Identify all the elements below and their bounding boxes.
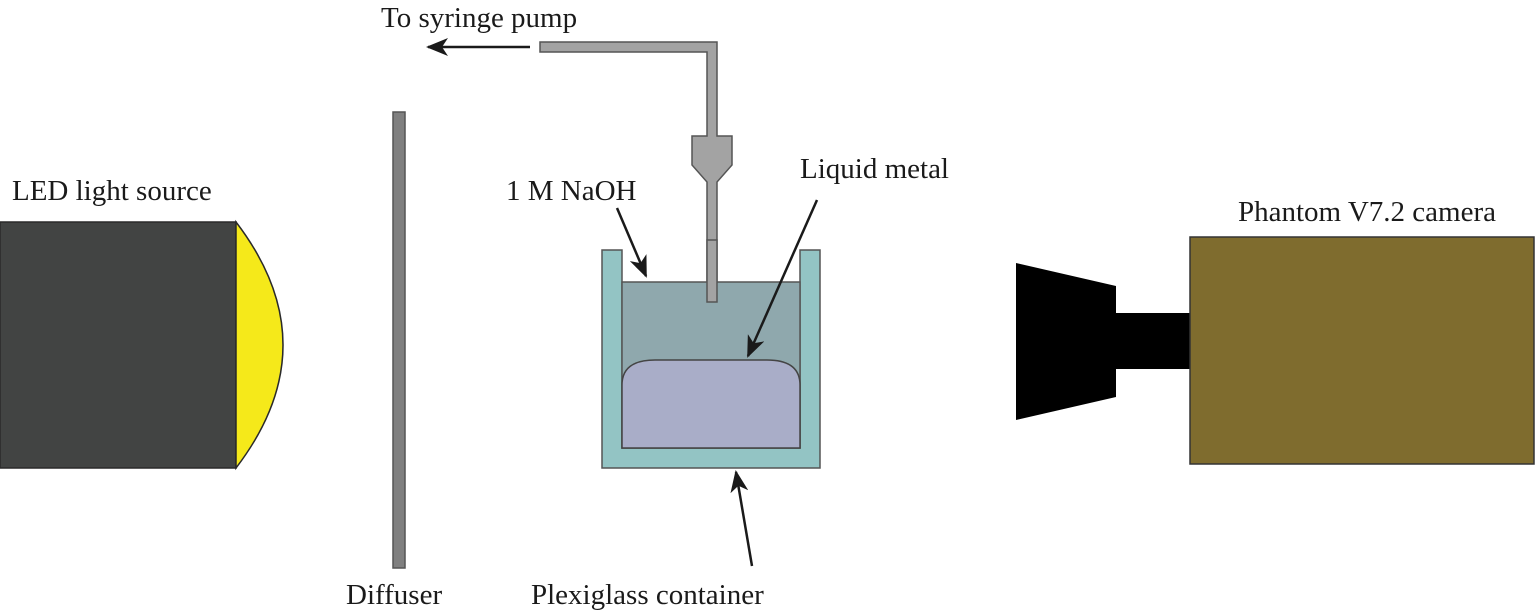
camera-lens xyxy=(1016,263,1116,420)
led-label: LED light source xyxy=(12,175,212,207)
liquid-metal-label: Liquid metal xyxy=(800,153,949,185)
syringe-tube xyxy=(539,41,733,303)
liquid-metal-arrow xyxy=(746,199,819,358)
camera-label: Phantom V7.2 camera xyxy=(1238,196,1496,228)
liquid-metal xyxy=(621,359,801,449)
naoh-arrow xyxy=(615,207,648,278)
tube-line xyxy=(539,41,733,303)
led-lens xyxy=(235,219,284,471)
led-body xyxy=(0,221,237,469)
diffuser-label: Diffuser xyxy=(346,579,442,611)
container-label: Plexiglass container xyxy=(531,579,764,611)
needle-tip xyxy=(706,239,718,303)
syringe-label: To syringe pump xyxy=(381,2,577,34)
led-light-source xyxy=(0,219,284,471)
diffuser xyxy=(392,111,406,569)
camera-lens-tube xyxy=(1114,313,1192,369)
container-arrow xyxy=(730,470,754,567)
phantom-camera xyxy=(1016,236,1535,465)
camera-body xyxy=(1189,236,1535,465)
plexiglass-container xyxy=(601,239,821,469)
naoh-label: 1 M NaOH xyxy=(506,175,637,207)
